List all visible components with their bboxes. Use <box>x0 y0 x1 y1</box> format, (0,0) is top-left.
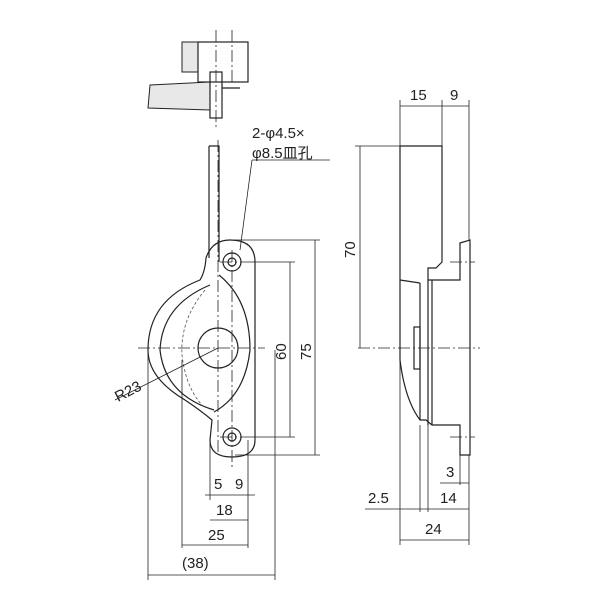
dim-2-5: 2.5 <box>368 490 389 507</box>
dim-side-9: 9 <box>450 87 458 104</box>
dim-75: 75 <box>298 343 315 360</box>
callout-line1: 2-φ4.5× <box>252 125 305 142</box>
top-view <box>147 30 249 130</box>
front-view <box>114 140 330 470</box>
dim-5: 5 <box>214 476 222 493</box>
dim-60: 60 <box>273 343 290 360</box>
front-dimensions <box>147 239 320 580</box>
dim-14: 14 <box>440 490 457 507</box>
side-view <box>358 145 480 456</box>
dim-25: 25 <box>208 527 225 544</box>
dim-18: 18 <box>216 502 233 519</box>
side-dimensions <box>355 100 470 545</box>
callout-line2: φ8.5皿孔 <box>252 145 313 162</box>
dim-9: 9 <box>235 476 243 493</box>
dim-r23: R23 <box>112 378 144 406</box>
dim-15: 15 <box>410 87 427 104</box>
dim-38: (38) <box>182 555 209 572</box>
dim-24: 24 <box>425 521 442 538</box>
dim-3: 3 <box>446 464 454 481</box>
dim-70: 70 <box>342 241 359 258</box>
